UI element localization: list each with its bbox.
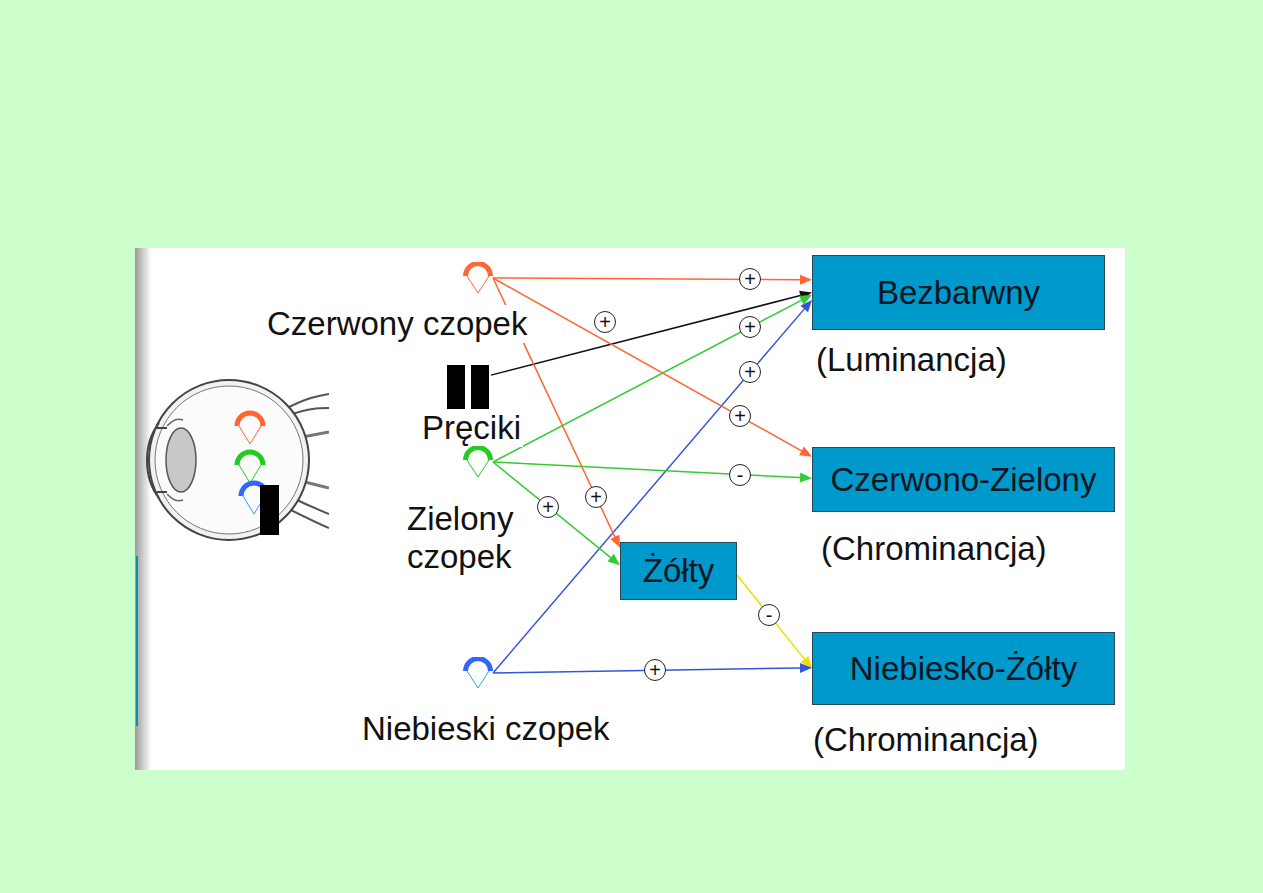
red-cone: Czerwony czopek — [463, 262, 493, 294]
edge-sign: + — [739, 361, 761, 383]
yellow-box: Żółty — [620, 542, 737, 600]
box-subtitle: (Chrominancja) — [813, 721, 1039, 759]
arrow-head — [610, 535, 620, 548]
edge-stripe — [136, 556, 138, 726]
edge-sign: + — [644, 659, 666, 681]
box-title: Bezbarwny — [877, 274, 1040, 312]
edge-sign: + — [585, 486, 607, 508]
cone-cap — [466, 448, 491, 461]
receptor-label: Pręciki — [420, 409, 523, 447]
sign-symbol: + — [594, 311, 616, 333]
cone-body — [467, 671, 489, 688]
arrow-head — [608, 554, 620, 565]
rod-bar — [471, 365, 489, 411]
connector — [493, 300, 812, 673]
edge-sign: + — [739, 268, 761, 290]
edge-sign: + — [729, 405, 751, 427]
connector-line — [737, 575, 804, 659]
chroma-box: Czerwono-Zielony(Chrominancja) — [812, 447, 1115, 512]
arrow-head — [800, 300, 812, 312]
rod-bar — [447, 365, 465, 411]
connector — [737, 575, 812, 668]
connector — [493, 278, 812, 457]
box-title: Żółty — [643, 552, 715, 590]
connector-line — [493, 300, 801, 462]
box-subtitle: (Chrominancja) — [821, 530, 1047, 568]
cone-icon — [463, 446, 493, 478]
chroma-box: Niebiesko-Żółty(Chrominancja) — [812, 632, 1115, 705]
arrow-head — [800, 663, 812, 673]
luminance-box: Bezbarwny(Luminancja) — [812, 255, 1105, 330]
receptor-label: Zielony czopek — [405, 500, 539, 576]
box-title: Czerwono-Zielony — [831, 461, 1097, 499]
cone-body — [467, 460, 489, 477]
cone-icon — [463, 262, 493, 294]
rods: Pręciki — [445, 365, 491, 411]
connector — [493, 462, 812, 483]
edge-sign: + — [739, 316, 761, 338]
green-cone: Zielony czopek — [463, 446, 493, 478]
arrow-head — [800, 473, 812, 483]
blue-cone: Niebieski czopek — [463, 657, 493, 689]
receptor-label: Czerwony czopek — [265, 305, 529, 343]
edge-sign: + — [537, 496, 559, 518]
cone-body — [467, 276, 489, 293]
box-title: Niebiesko-Żółty — [850, 650, 1077, 688]
cone-icon — [463, 657, 493, 689]
box-subtitle: (Luminancja) — [816, 341, 1007, 379]
edge-sign: - — [758, 604, 780, 626]
connector-line — [493, 278, 802, 451]
connector-line — [493, 309, 804, 673]
cone-cap — [466, 659, 491, 672]
eye-illustration — [137, 368, 329, 556]
arrow-head — [799, 447, 812, 457]
receptor-label: Niebieski czopek — [360, 710, 612, 748]
cone-cap — [466, 264, 491, 277]
connector-line — [493, 462, 800, 478]
connector — [493, 275, 812, 285]
arrow-head — [800, 275, 812, 285]
edge-sign: - — [729, 464, 751, 486]
